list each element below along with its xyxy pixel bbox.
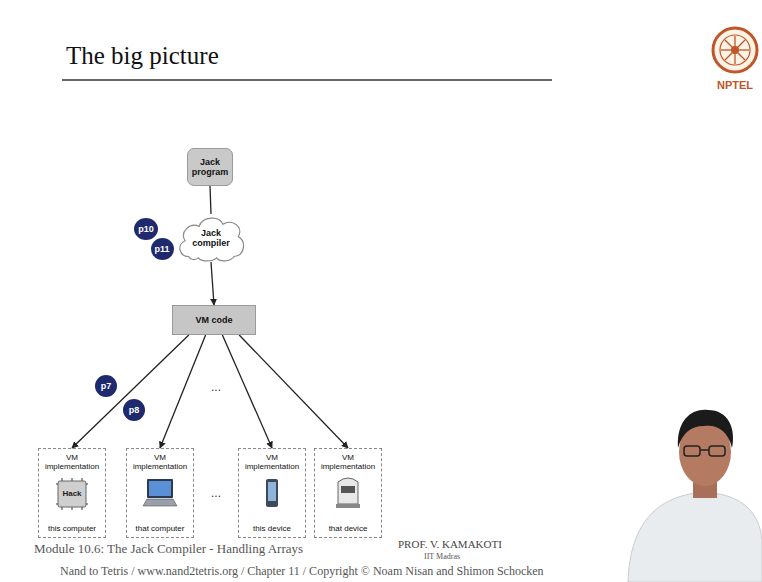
node-text: that device bbox=[329, 524, 368, 533]
device-icon bbox=[336, 478, 360, 508]
module-caption: Module 10.6: The Jack Compiler - Handlin… bbox=[34, 541, 303, 557]
laptop-base bbox=[143, 499, 177, 506]
project-badge: p8 bbox=[123, 399, 145, 421]
node-text: VM implementation bbox=[42, 453, 102, 471]
node-text: Jack program bbox=[191, 157, 229, 178]
logo-inner bbox=[720, 35, 750, 65]
chip-pins bbox=[56, 478, 88, 510]
connector bbox=[210, 186, 211, 214]
phone-body bbox=[266, 479, 278, 507]
laptop-icon bbox=[143, 479, 177, 506]
project-badge: p7 bbox=[95, 375, 117, 397]
project-badge: p11 bbox=[151, 238, 174, 260]
node-text: this device bbox=[253, 524, 291, 533]
cloud-shape bbox=[180, 218, 244, 261]
badge-text: p11 bbox=[154, 244, 169, 254]
program-box: Jack program bbox=[187, 148, 233, 186]
ellipsis: ... bbox=[211, 380, 221, 394]
phone-icon bbox=[266, 479, 278, 507]
connector bbox=[211, 262, 214, 305]
project-badge: p10 bbox=[134, 218, 158, 240]
connector bbox=[222, 335, 272, 448]
logo-spokes bbox=[721, 36, 749, 64]
presenter-photo bbox=[628, 410, 762, 582]
node-text: Jack compiler bbox=[190, 228, 232, 249]
implementation-box: VM implementation that device bbox=[314, 448, 382, 538]
presenter-hair bbox=[678, 410, 733, 448]
ellipsis: ... bbox=[211, 486, 221, 500]
node-text: this computer bbox=[48, 524, 96, 533]
code-box: VM code bbox=[172, 305, 256, 335]
compiler-cloud: Jack compiler bbox=[176, 214, 246, 262]
device-base bbox=[336, 504, 360, 508]
glasses-lens bbox=[684, 446, 700, 456]
glasses-bridge bbox=[700, 449, 709, 451]
presenter-glasses bbox=[684, 446, 725, 456]
badge-text: p10 bbox=[138, 224, 154, 234]
chip-body bbox=[58, 481, 86, 507]
badge-text: p8 bbox=[129, 405, 140, 415]
institute-name: IIT Madras bbox=[424, 552, 460, 561]
implementation-box: VM implementation that computer bbox=[126, 448, 194, 538]
logo-text: NPTEL bbox=[717, 79, 753, 91]
logo-ring bbox=[713, 28, 757, 72]
presenter-name: PROF. V. KAMAKOTI bbox=[398, 538, 502, 550]
node-text: VM implementation bbox=[318, 453, 378, 471]
slide-title: The big picture bbox=[66, 42, 219, 70]
implementation-box: VM implementation this device bbox=[238, 448, 306, 538]
node-text: VM implementation bbox=[242, 453, 302, 471]
title-rule bbox=[62, 79, 552, 81]
badge-fill bbox=[123, 399, 145, 421]
laptop-screen bbox=[149, 481, 171, 496]
badge-fill bbox=[95, 375, 117, 397]
device-slot bbox=[341, 486, 355, 493]
node-text: that computer bbox=[136, 524, 185, 533]
phone-screen bbox=[268, 482, 276, 501]
badge-fill bbox=[151, 238, 174, 260]
badge-fill bbox=[134, 218, 158, 240]
chip-icon bbox=[56, 478, 88, 510]
logo-spoke bbox=[725, 40, 745, 60]
connector bbox=[160, 335, 206, 448]
logo-spoke bbox=[725, 40, 745, 60]
chip-text: Hack bbox=[62, 489, 81, 498]
badge-text: p7 bbox=[101, 381, 112, 391]
connector bbox=[239, 335, 348, 448]
presenter-shirt bbox=[628, 492, 762, 582]
node-text: VM code bbox=[195, 315, 232, 325]
node-text: VM implementation bbox=[130, 453, 190, 471]
connector bbox=[72, 335, 189, 448]
nptel-logo bbox=[713, 28, 757, 72]
copyright-footer: Nand to Tetris / www.nand2tetris.org / C… bbox=[60, 564, 544, 579]
laptop-frame bbox=[147, 479, 173, 498]
device-body bbox=[338, 478, 358, 504]
logo-hub bbox=[731, 46, 739, 54]
glasses-lens bbox=[709, 446, 725, 456]
